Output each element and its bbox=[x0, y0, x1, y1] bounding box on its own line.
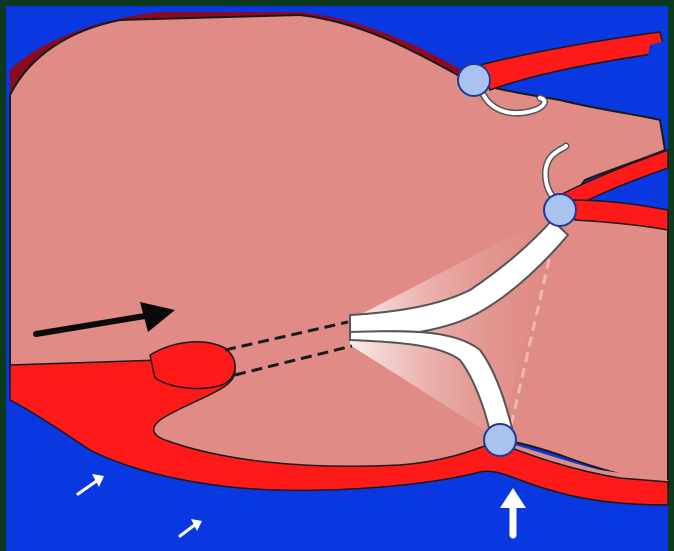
node-upper bbox=[458, 64, 490, 96]
node-right bbox=[544, 194, 576, 226]
red-lump bbox=[150, 342, 235, 389]
node-lower bbox=[484, 424, 516, 456]
